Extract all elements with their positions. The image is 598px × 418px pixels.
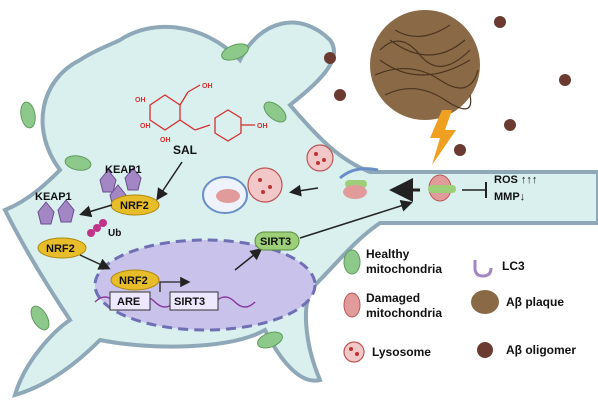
svg-text:mitochondria: mitochondria (366, 262, 442, 276)
sirt3-protein-label: SIRT3 (260, 236, 291, 248)
legend-oligomer: Aβ oligomer (477, 342, 576, 358)
mmp-label: MMP↓ (494, 191, 525, 203)
svg-text:Healthy: Healthy (366, 247, 410, 261)
salidroside-structure (149, 84, 255, 142)
nrf2-nucleus-oval (110, 269, 160, 291)
autolysosome-fusion (202, 167, 283, 214)
abeta-oligomers (324, 16, 571, 156)
dissociation-arrow (79, 204, 113, 218)
chem-oh-2: OH (135, 97, 146, 104)
are-box (109, 291, 151, 311)
chem-oh-4: OH (160, 137, 171, 144)
are-label: ARE (117, 296, 140, 308)
translocation-arrow (79, 254, 111, 270)
lightning-bolt-icon (430, 110, 456, 165)
svg-text:Aβ oligomer: Aβ oligomer (506, 343, 576, 357)
nrf2-bound-label: NRF2 (120, 200, 149, 212)
legend-healthy: Healthy mitochondria (343, 247, 442, 276)
healthy-mitochondria-cell (20, 43, 287, 349)
sirt3-to-mito-arrow (299, 200, 413, 239)
phagophore (339, 167, 379, 199)
nrf2-free-label: NRF2 (46, 243, 75, 255)
sirt3-gene-box (169, 291, 219, 311)
sal-inhibit-arrow (156, 161, 183, 201)
damaged-mito-axon (428, 174, 456, 202)
legend-damaged: Damaged mitochondria (343, 291, 442, 320)
sirt3-gene-label: SIRT3 (174, 296, 205, 308)
legend-plaque: Aβ plaque (471, 290, 564, 314)
neuron-cell-body (2, 20, 598, 398)
chem-oh-5: OH (257, 123, 268, 130)
keap1-left-label: KEAP1 (35, 191, 72, 203)
svg-text:Aβ plaque: Aβ plaque (506, 295, 564, 309)
ub-label: Ub (108, 228, 121, 239)
lysosome-cell (306, 144, 334, 172)
ros-label: ROS ↑↑↑ (494, 174, 537, 186)
svg-text:mitochondria: mitochondria (366, 306, 442, 320)
chem-oh-3: OH (140, 123, 151, 130)
svg-text:Lysosome: Lysosome (372, 345, 431, 359)
keap1-top-label: KEAP1 (105, 164, 142, 176)
ubiquitin-chain (87, 219, 107, 237)
keap1-free-left (37, 199, 75, 225)
nrf2-nucleus-label: NRF2 (119, 275, 148, 287)
abeta-plaque-large (370, 10, 480, 120)
chem-oh-1: OH (202, 83, 213, 90)
fusion-arrow (289, 184, 319, 197)
legend-lysosome: Lysosome (343, 341, 431, 363)
svg-text:LC3: LC3 (502, 259, 525, 273)
sirt3-expression-arrow (234, 248, 263, 271)
sal-label: SAL (173, 143, 197, 157)
transcription-arrow (159, 276, 191, 292)
legend-lc3: LC3 (473, 259, 525, 278)
nrf2-free-oval (37, 237, 87, 259)
sirt3-protein-pill (254, 231, 300, 251)
svg-text:Damaged: Damaged (366, 291, 420, 305)
